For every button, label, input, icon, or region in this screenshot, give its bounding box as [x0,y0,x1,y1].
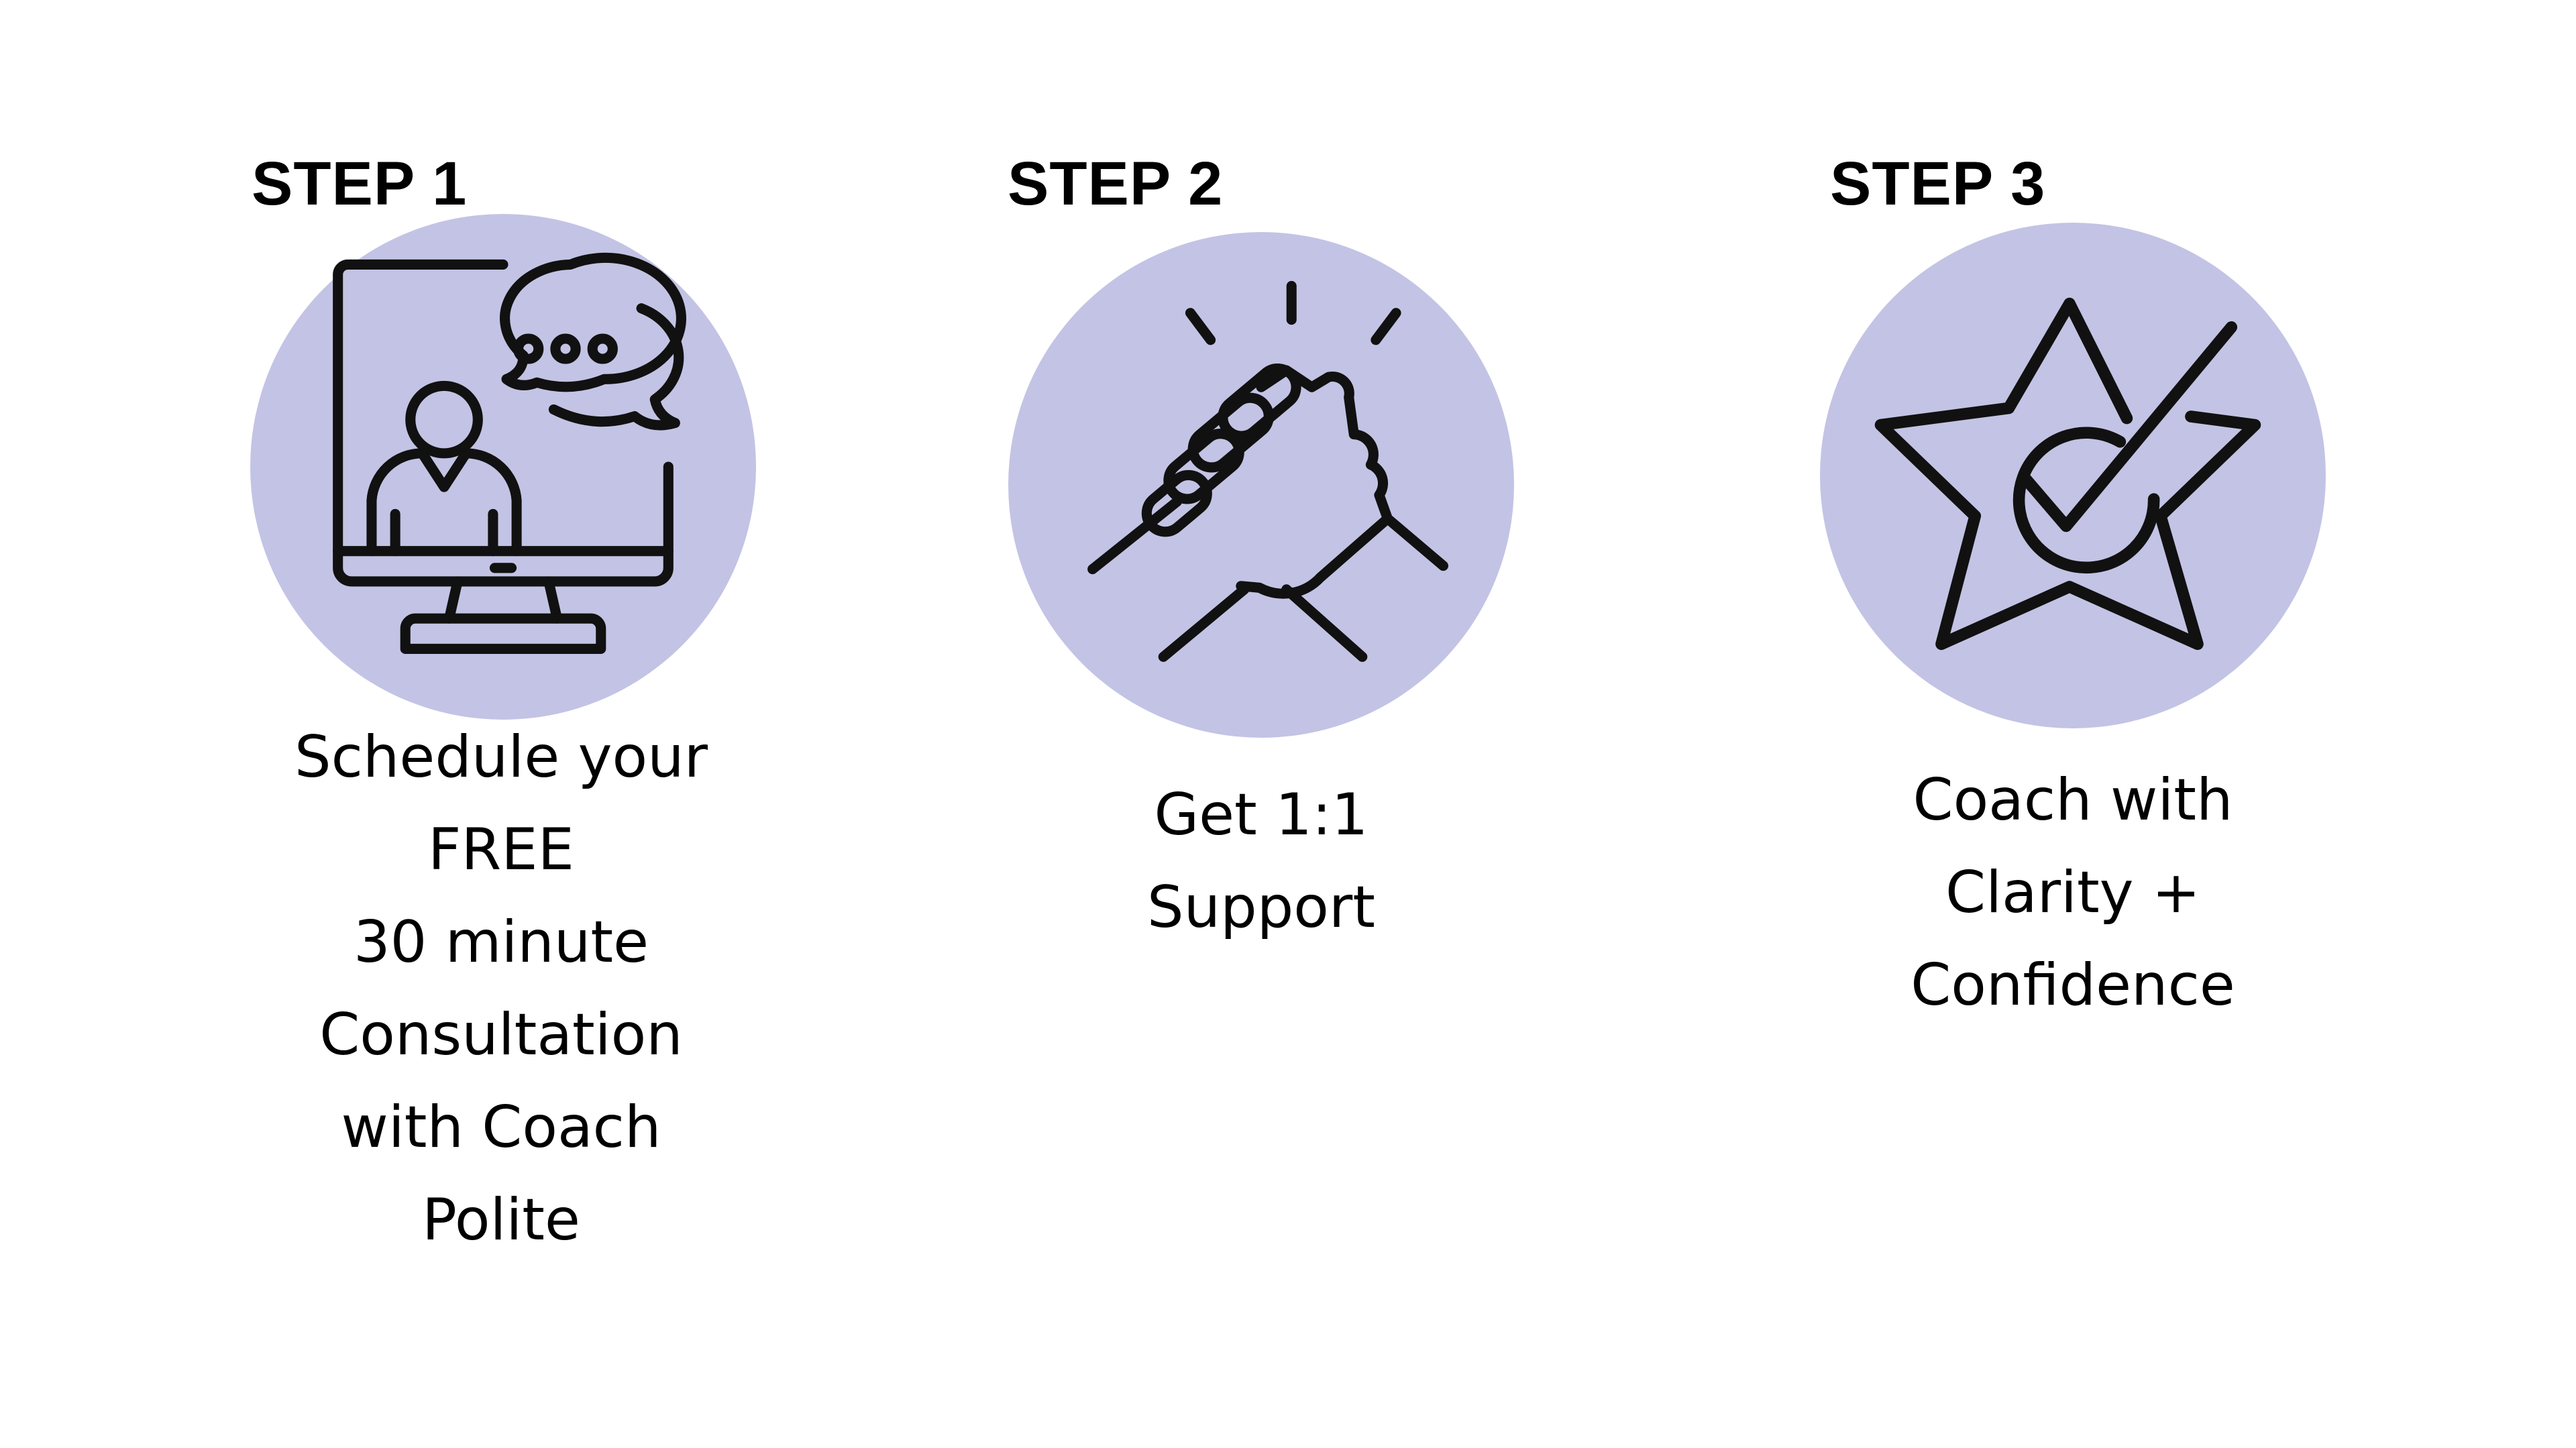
desc-line: 30 minute [353,909,649,976]
desc-line: Coach with [1913,767,2233,834]
desc-line: Support [1147,874,1375,941]
step-2-label: STEP 2 [1008,150,1224,218]
desc-line: Confidence [1911,952,2235,1019]
desc-line: FREE [428,816,574,883]
step-1-description: Schedule your FREE 30 minute Consultatio… [199,711,803,1266]
desc-line: Polite [422,1186,580,1254]
step-1-label: STEP 1 [252,150,468,218]
star-check-icon [1874,297,2261,651]
step-2-circle [1008,232,1514,738]
step-2-description: Get 1:1 Support [959,769,1563,954]
step-3-label: STEP 3 [1830,150,2046,218]
step-1-circle [250,214,756,720]
desc-line: Get 1:1 [1154,781,1368,848]
desc-line: Schedule your [294,724,708,791]
desc-line: Clarity + [1945,859,2200,926]
step-3-description: Coach with Clarity + Confidence [1771,754,2375,1032]
desc-line: with Coach [341,1094,661,1161]
step-3-circle [1820,223,2326,728]
desc-line: Consultation [319,1001,683,1068]
video-call-chat-icon [333,252,686,654]
handshake-arm-wrestle-icon [1087,280,1448,662]
